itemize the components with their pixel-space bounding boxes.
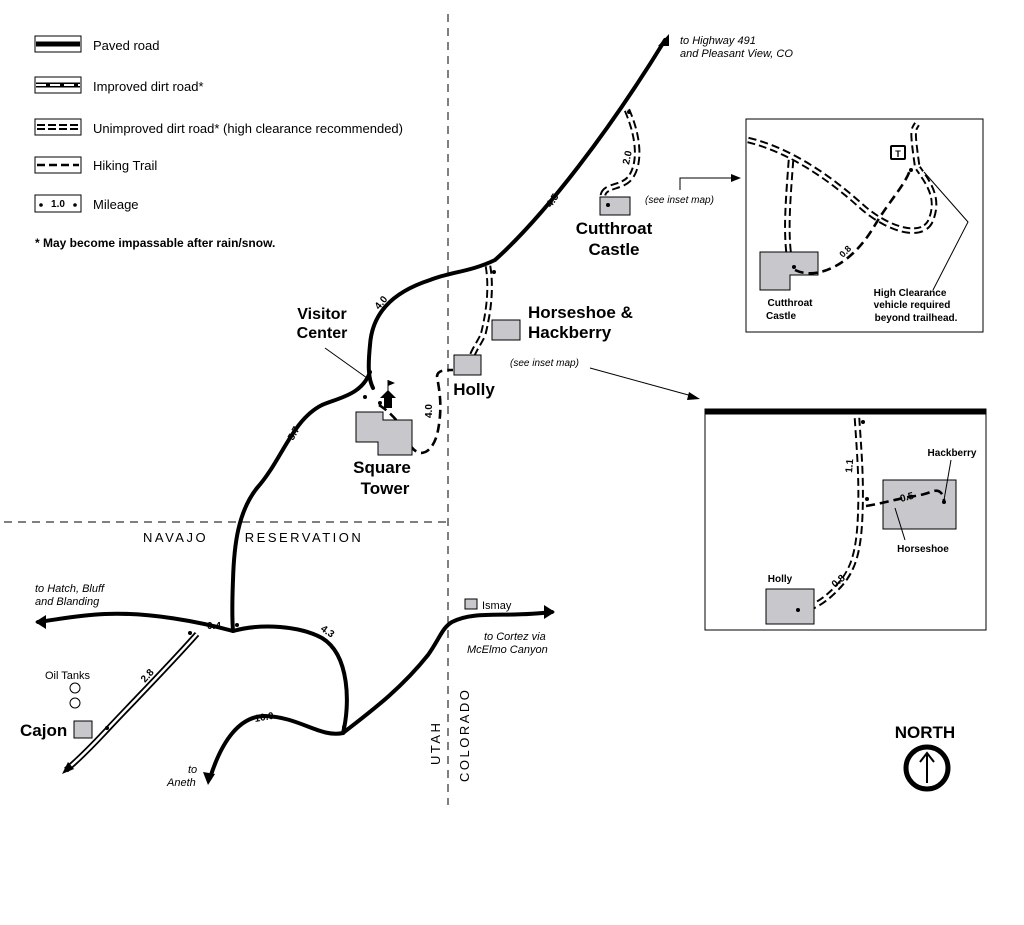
square-tower-label-line1: Square — [353, 458, 411, 477]
mileage-2-0: 2.0 — [621, 149, 635, 165]
visitor-center-leader — [324, 347, 368, 379]
legend-mileage-swatch — [34, 194, 82, 213]
inset-hackberry-label: Hackberry — [928, 448, 977, 459]
legend-unimproved-label: Unimproved dirt road* (high clearance re… — [93, 121, 403, 136]
cajon-site — [73, 720, 93, 739]
mileage-4-0-trail: 4.0 — [424, 404, 435, 418]
legend-mileage-label: Mileage — [93, 197, 139, 212]
inset-pointer-arrowhead — [731, 174, 741, 182]
inset-mileage-0-5: 0.5 — [899, 491, 916, 505]
ismay-site — [464, 598, 478, 610]
inset-cutthroat-note-3: beyond trailhead. — [875, 313, 958, 324]
arrow-cortez — [544, 605, 555, 619]
cutthroat-label-line1: Cutthroat — [576, 219, 653, 238]
road-to-cortez — [341, 610, 554, 735]
ismay-label: Ismay — [482, 600, 512, 612]
inset-hackberry-horseshoe-site — [882, 479, 957, 530]
aneth-line2: Aneth — [166, 777, 196, 789]
inset-cutthroat-label-2: Castle — [766, 311, 796, 322]
oil-tank-icon — [69, 697, 81, 709]
legend-trail-label: Hiking Trail — [93, 158, 157, 173]
inset-pointer-cutthroat — [679, 177, 732, 190]
visitor-center-label-line2: Center — [297, 325, 348, 342]
road-to-aneth — [208, 714, 345, 780]
cajon-label: Cajon — [20, 721, 67, 740]
paved-roads — [35, 34, 669, 785]
hatch-line2: and Blanding — [35, 596, 100, 608]
north-arrow: NORTH — [895, 723, 955, 792]
inset-holly-label: Holly — [768, 574, 793, 585]
cortez-line1: to Cortez via — [484, 631, 546, 643]
mileage-dots — [105, 110, 631, 730]
see-inset-cutthroat: (see inset map) — [645, 195, 714, 206]
inset-mileage-1-1: 1.1 — [844, 458, 856, 473]
trailhead-icon-label: T — [895, 149, 901, 159]
road-to-hatch — [36, 611, 235, 633]
road-junction-to-aneth-junction — [231, 624, 349, 735]
legend-footnote: * May become impassable after rain/snow. — [35, 236, 275, 250]
inset-hackberry-leader — [943, 459, 952, 501]
cortez-line2: McElmo Canyon — [467, 644, 548, 656]
horseshoe-label-line2: Hackberry — [528, 323, 612, 342]
road-to-highway-491 — [366, 38, 667, 390]
highway-491-line1: to Highway 491 — [680, 35, 756, 47]
legend-mileage-sample: 1.0 — [51, 199, 65, 210]
inset-horseshoe-leader — [894, 507, 906, 541]
oil-tank-icon — [69, 682, 81, 694]
inset-holly-site — [765, 588, 815, 625]
arrow-aneth — [203, 772, 215, 785]
hatch-line1: to Hatch, Bluff — [35, 583, 105, 595]
inset-pointer-horseshoe — [589, 367, 693, 397]
visitor-center-icon — [380, 380, 396, 408]
reservation-label: NAVAJO RESERVATION — [143, 530, 363, 545]
arrow-highway-491 — [658, 34, 669, 46]
north-label: NORTH — [895, 723, 955, 742]
see-inset-horseshoe: (see inset map) — [510, 358, 579, 369]
horseshoe-label-line1: Horseshoe & — [528, 303, 633, 322]
utah-label: UTAH — [428, 721, 443, 765]
trail-holly — [408, 368, 454, 455]
legend-paved-label: Paved road — [93, 38, 160, 53]
inset-cutthroat-note-1: High Clearance — [874, 288, 947, 299]
arrow-hatch — [35, 615, 46, 629]
inset-horseshoe: Hackberry Horseshoe Holly 1.1 0.5 0.8 — [704, 408, 987, 631]
colorado-label: COLORADO — [457, 688, 472, 782]
road-visitor-to-junction — [230, 370, 372, 633]
legend-improved-label: Improved dirt road* — [93, 79, 204, 94]
inset-horseshoe-label: Horseshoe — [897, 544, 949, 555]
square-tower-site — [355, 411, 413, 456]
mileage-0-4: 0.4 — [207, 621, 221, 632]
inset-cutthroat-note-2: vehicle required — [874, 300, 951, 311]
legend: Paved road Improved dirt road* Unimprove… — [34, 35, 403, 250]
inset-cutthroat-trail — [794, 169, 912, 275]
mileage-10-0: 10.0 — [254, 711, 276, 725]
inset-pointer-arrowhead — [687, 392, 700, 400]
legend-trail-swatch — [34, 156, 82, 174]
square-tower-label-line2: Tower — [361, 479, 410, 498]
mileage-4-0-road: 4.0 — [373, 294, 391, 312]
inset-cutthroat-label-1: Cutthroat — [768, 298, 814, 309]
oil-tanks-label: Oil Tanks — [45, 670, 91, 682]
cutthroat-label-line2: Castle — [588, 240, 639, 259]
highway-491-line2: and Pleasant View, CO — [680, 48, 793, 60]
cutthroat-castle-site — [599, 196, 631, 216]
arrow-cajon-road — [62, 762, 74, 774]
holly-label: Holly — [453, 380, 495, 399]
visitor-center-label-line1: Visitor — [297, 306, 347, 323]
aneth-line1: to — [188, 764, 197, 776]
horseshoe-hackberry-site — [491, 319, 521, 341]
inset-cutthroat: T 0.8 Cutthroat Castle High Clearance ve… — [745, 118, 984, 333]
holly-site — [453, 354, 482, 376]
mileage-labels: 4.5 4.0 5.7 0.4 4.3 10.0 2.8 2.0 4.0 — [139, 149, 635, 725]
inset-cutthroat-site — [759, 251, 819, 291]
inset-cutthroat-note-leader — [923, 171, 969, 291]
